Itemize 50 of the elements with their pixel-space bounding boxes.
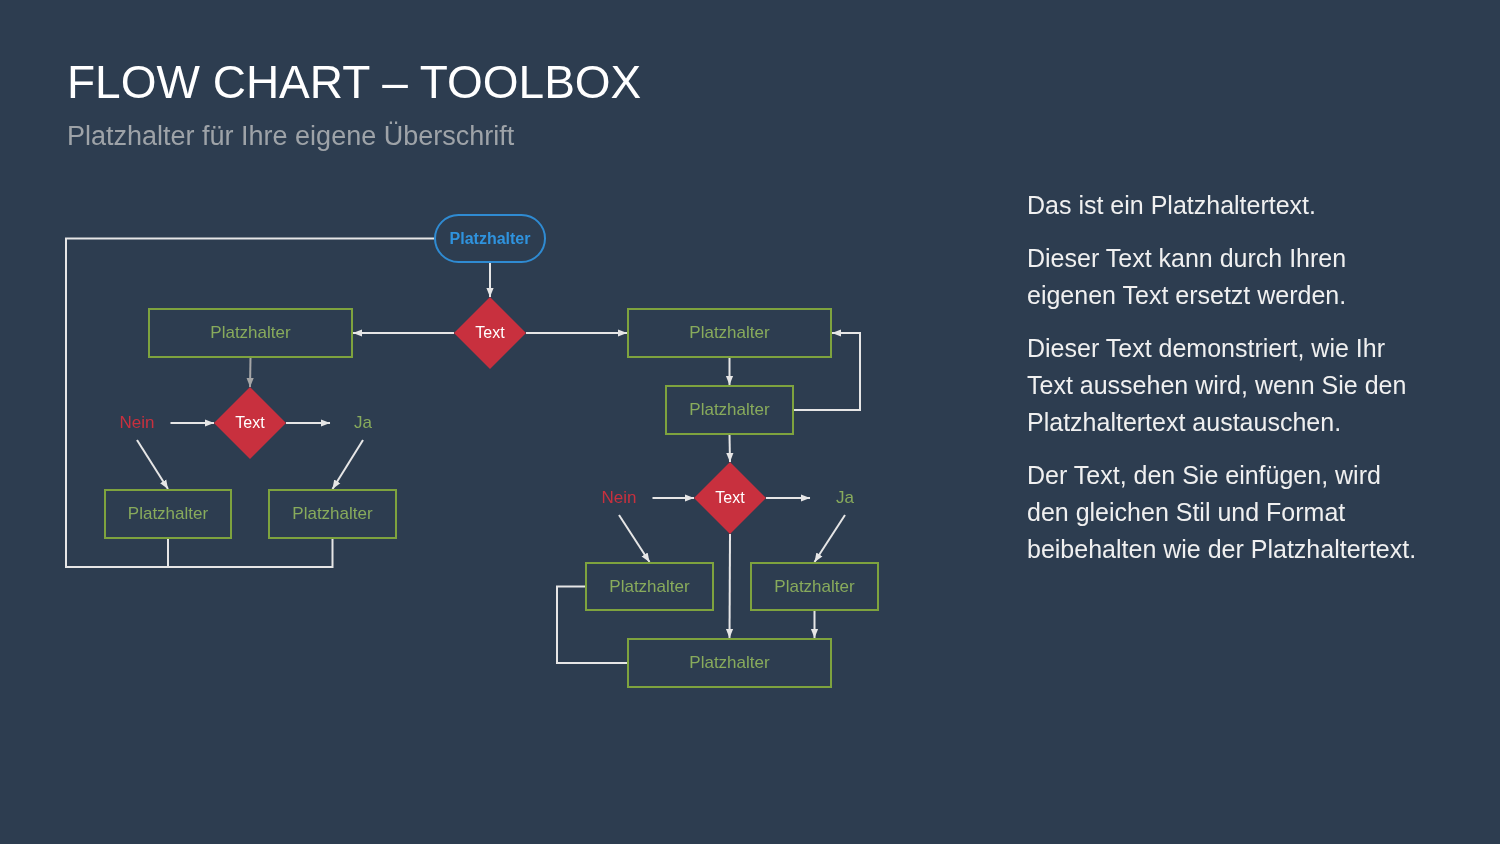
body-text: Dieser Text demonstriert, wie Ihr Text aussehen wird, wenn Sie den Platzhaltertext austauschen. (1027, 333, 1408, 438)
arrow (331, 439, 364, 490)
node-label: Platzhalter (127, 504, 209, 524)
branch-label: Ja (354, 413, 372, 433)
arrow (285, 419, 331, 427)
process-box (750, 562, 879, 611)
arrow (813, 514, 846, 563)
arrow (486, 262, 494, 298)
terminal-box (434, 214, 546, 263)
node-label: Platzhalter (689, 400, 770, 420)
branch-label: Nein (119, 413, 155, 433)
node-label: Platzhalter (449, 229, 531, 248)
arrow (810, 610, 819, 639)
subtitle: Platzhalter für Ihre eigene Überschrift (67, 120, 515, 152)
node-label: Platzhalter (210, 323, 291, 343)
arrow (651, 494, 695, 502)
arrow (169, 419, 215, 427)
connector-line (556, 585, 628, 664)
process-box (627, 308, 832, 358)
process-box (148, 308, 353, 358)
node-label: Platzhalter (689, 653, 770, 673)
arrow (793, 329, 861, 411)
arrow (246, 357, 254, 388)
process-box (268, 489, 397, 539)
process-box (665, 385, 794, 435)
node-label: Text (475, 324, 505, 342)
node-label: Text (715, 489, 745, 507)
arrow (352, 329, 455, 337)
body-text: Das ist ein Platzhaltertext. (1027, 190, 1317, 221)
node-label: Platzhalter (774, 576, 855, 597)
branch-label: Nein (601, 488, 637, 508)
arrow (525, 329, 628, 337)
arrow (765, 494, 811, 502)
node-label: Platzhalter (292, 504, 373, 524)
body-text: Dieser Text kann durch Ihren eigenen Text ersetzt werden. (1027, 243, 1348, 311)
arrow (618, 514, 651, 563)
process-box (627, 638, 832, 688)
node-label: Platzhalter (689, 323, 770, 343)
body-text: Der Text, den Sie einfügen, wird den gleichen Stil und Format beibehalten wie der Platzhaltertext. (1027, 460, 1418, 565)
arrow (725, 533, 734, 639)
process-box (104, 489, 232, 539)
arrow (726, 434, 734, 463)
process-box (585, 562, 714, 611)
node-label: Text (235, 414, 265, 432)
connector-line (167, 538, 334, 568)
arrow (725, 357, 734, 386)
arrow (136, 439, 169, 490)
node-label: Platzhalter (609, 576, 690, 597)
slide-title: FLOW CHART – TOOLBOX (67, 59, 642, 105)
branch-label: Ja (836, 488, 854, 508)
